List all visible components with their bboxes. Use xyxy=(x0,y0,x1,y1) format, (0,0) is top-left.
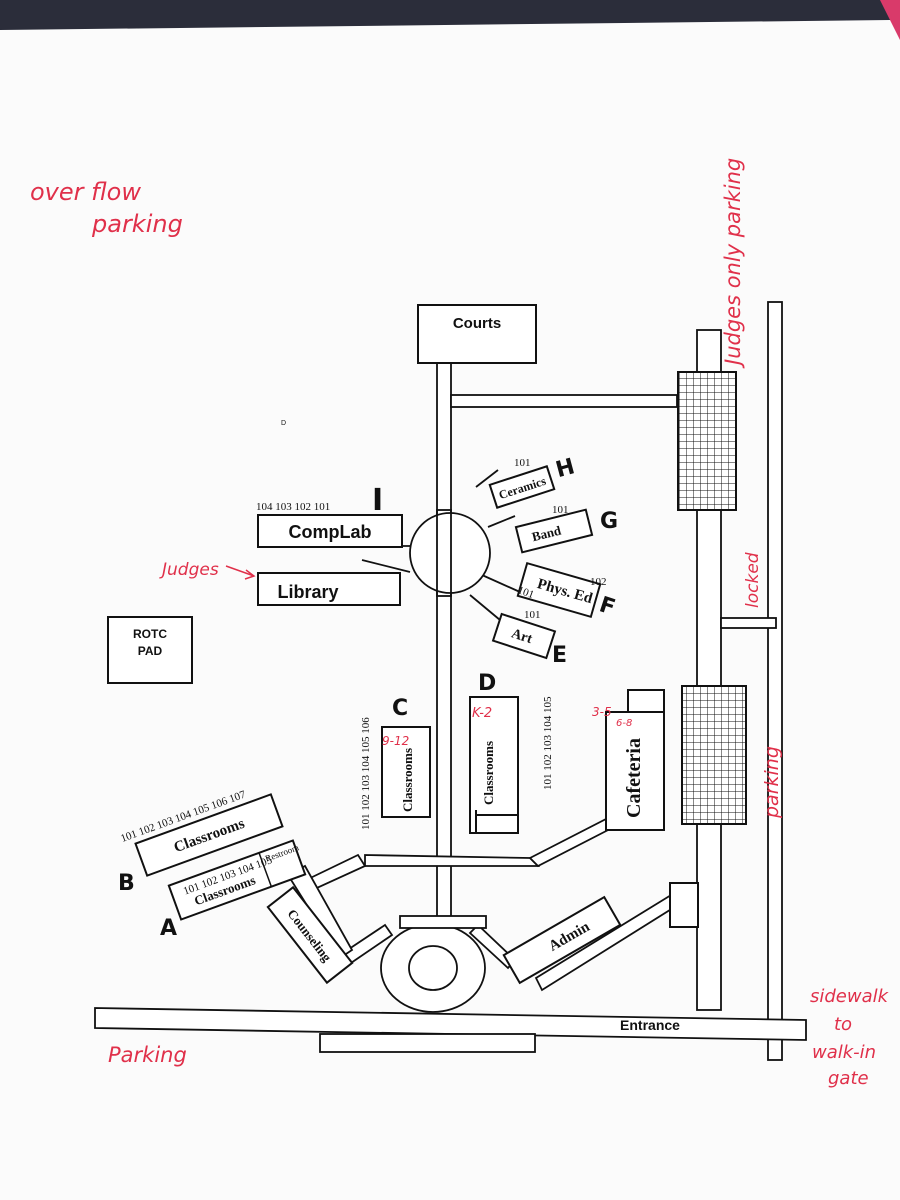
sidewalk-note-line1: sidewalk xyxy=(810,986,890,1007)
grade-cafeteria-note-2: 6-8 xyxy=(616,718,632,729)
parking-right-note: parking xyxy=(761,746,783,819)
judges-note: Judges xyxy=(159,560,219,580)
parking-lot-right xyxy=(681,685,747,825)
connector-library xyxy=(361,559,411,573)
paper-corner xyxy=(880,0,900,40)
building-letter-a: A xyxy=(160,916,177,941)
main-walkway xyxy=(436,337,452,944)
courts-label: Courts xyxy=(453,315,501,332)
walkway-admin-circle xyxy=(468,923,517,970)
counseling-building xyxy=(266,885,354,985)
band-label: Band xyxy=(530,522,563,544)
locked-note: locked xyxy=(743,552,763,608)
building-letter-d: D xyxy=(478,671,496,696)
classrooms-d-label: Classrooms xyxy=(481,741,496,805)
restroom-divider xyxy=(258,852,273,887)
band-room-numbers: 101 xyxy=(552,504,569,516)
building-letter-e: E xyxy=(552,643,567,668)
grade-cafeteria-note-1: 3-5 xyxy=(592,705,612,719)
classrooms-d-building xyxy=(469,696,519,834)
overflow-parking-note-line2: parking xyxy=(91,210,183,238)
judges-parking-lot xyxy=(677,371,737,511)
rotc-pad xyxy=(107,616,193,684)
library-building xyxy=(257,572,401,606)
band-group: Band xyxy=(514,508,594,554)
building-letter-i: I xyxy=(372,483,383,518)
physed-room-101: 101 xyxy=(516,584,536,601)
art-group: Art xyxy=(491,612,557,660)
hub-walk-pass xyxy=(436,509,452,597)
sidewalk-note-line4: gate xyxy=(828,1068,869,1089)
sidewalk-note-line3: walk-in xyxy=(812,1042,876,1063)
building-letter-b: B xyxy=(118,871,135,896)
locked-gate-connector xyxy=(720,617,777,629)
right-sidewalk xyxy=(767,301,783,1061)
physed-building xyxy=(516,561,602,619)
entrance-road xyxy=(94,1007,807,1041)
admin-building xyxy=(502,895,622,985)
entrance-drop-lane xyxy=(319,1033,536,1053)
connector-art xyxy=(469,594,501,621)
parking-left-note: Parking xyxy=(108,1043,187,1067)
cafeteria-label: Cafeteria xyxy=(623,738,645,818)
classrooms-c-building xyxy=(381,726,431,818)
art-building xyxy=(491,612,557,660)
connector-physed xyxy=(481,574,521,593)
art-room-numbers: 101 xyxy=(524,609,541,621)
rotc-label: ROTC xyxy=(133,627,167,641)
complab-label: CompLab xyxy=(289,522,372,542)
small-mark: D xyxy=(281,420,286,427)
walkway-to-judges-parking xyxy=(450,394,678,408)
classrooms-b-building xyxy=(134,793,284,877)
library-label: Library xyxy=(277,582,338,602)
judges-arrow xyxy=(225,565,255,577)
judges-only-parking-note: Judges only parking xyxy=(721,158,745,369)
art-label: Art xyxy=(509,626,534,647)
entrance-label: Entrance xyxy=(620,1017,680,1033)
courts-building xyxy=(417,304,537,364)
rotc-pad-label: PAD xyxy=(138,644,163,658)
connector-ceramics xyxy=(475,469,499,488)
admin-gate-booth xyxy=(669,882,699,928)
grade-d-note: K-2 xyxy=(472,706,492,721)
classrooms-c-label: Classrooms xyxy=(400,748,415,812)
complab-building xyxy=(257,514,403,548)
classrooms-c-room-numbers: 101 102 103 104 105 106 xyxy=(360,717,372,830)
roundabout-inner xyxy=(408,945,458,991)
judges-arrow-head xyxy=(244,569,256,580)
central-hub xyxy=(409,512,491,594)
roundabout-bar xyxy=(399,915,487,929)
physed-group: Phys. Ed xyxy=(516,561,602,619)
building-letter-f: F xyxy=(596,592,618,620)
physed-room-102: 102 xyxy=(590,576,607,588)
complab-room-numbers: 104 103 102 101 xyxy=(256,501,330,513)
ceramics-room-numbers: 101 xyxy=(514,457,531,469)
ceramics-building xyxy=(488,465,556,509)
connector-band xyxy=(487,515,516,528)
band-building xyxy=(514,508,594,554)
classrooms-d-room-numbers: 101 102 103 104 105 xyxy=(542,696,554,790)
overflow-parking-note-line1: over flow xyxy=(30,178,141,206)
cafeteria-annex xyxy=(627,689,665,713)
grade-c-note: 9-12 xyxy=(382,734,409,748)
cafeteria-building xyxy=(605,711,665,831)
building-letter-g: G xyxy=(600,509,618,534)
classrooms-a-building xyxy=(167,839,307,921)
building-letter-c: C xyxy=(392,696,408,721)
sidewalk-note-line2: to xyxy=(834,1014,852,1035)
